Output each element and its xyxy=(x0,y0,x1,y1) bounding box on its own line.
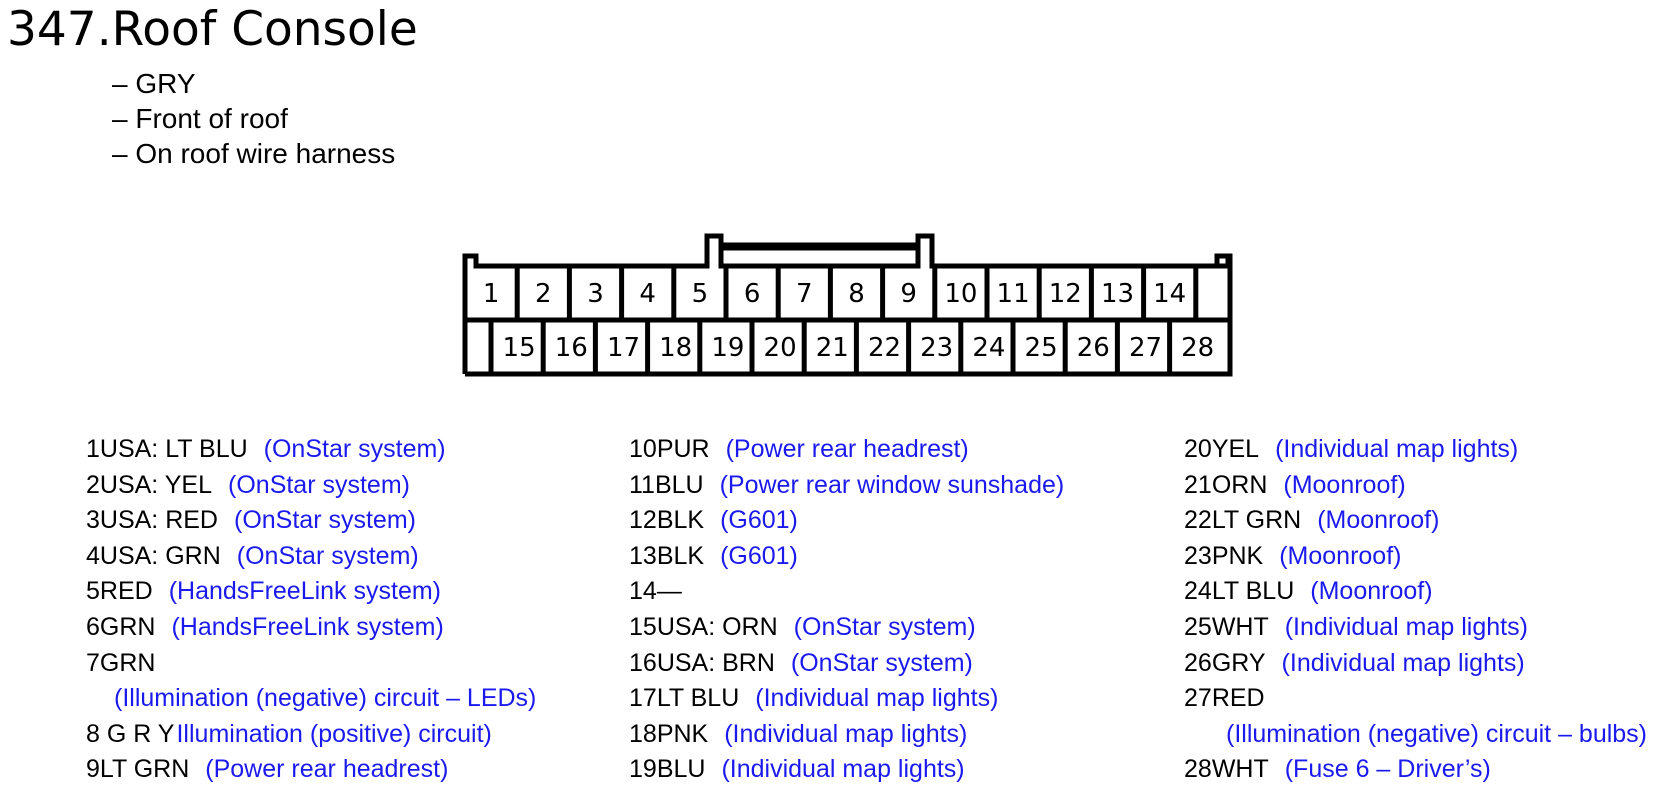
pin-row-5: 5RED(HandsFreeLink system) xyxy=(86,577,442,606)
pin-row-12: 12BLK(G601) xyxy=(629,506,798,535)
pin-number-4: 4 xyxy=(639,279,656,309)
pin-number-18: 18 xyxy=(659,333,692,363)
pin-number-19: 19 xyxy=(711,333,744,363)
pin-row-1: 1USA: LT BLU(OnStar system) xyxy=(86,435,446,463)
pin-row-8: 8 G R YIllumination (positive) circuit) xyxy=(86,719,492,748)
pin-number-13: 13 xyxy=(1101,279,1134,309)
pin-number-15: 15 xyxy=(503,333,536,363)
pin-number-23: 23 xyxy=(920,333,953,363)
pin-row-17: 17LT BLU(Individual map lights) xyxy=(629,684,999,713)
pin-number-22: 22 xyxy=(868,333,901,363)
pin-number-9: 9 xyxy=(900,279,917,309)
pin-row-23: 23PNK(Moonroof) xyxy=(1184,541,1402,570)
pin-number-24: 24 xyxy=(972,333,1005,363)
title-text: Roof Console xyxy=(111,2,418,57)
pin-row-16: 16USA: BRN(OnStar system) xyxy=(629,648,973,677)
pin-row-18: 18PNK(Individual map lights) xyxy=(629,719,968,748)
pin-row-13: 13BLK(G601) xyxy=(629,541,798,570)
pin-row-27: 27RED(Illumination (negative) circuit – … xyxy=(1184,684,1648,748)
pin-number-10: 10 xyxy=(944,279,977,309)
pin-number-11: 11 xyxy=(997,279,1030,309)
pin-row-20: 20YEL(Individual map lights) xyxy=(1184,435,1519,463)
pin-number-1: 1 xyxy=(483,279,500,309)
pin-row-26: 26GRY(Individual map lights) xyxy=(1184,648,1525,677)
pin-number-28: 28 xyxy=(1181,333,1214,363)
pin-number-16: 16 xyxy=(555,333,588,363)
pin-row-11: 11BLU(Power rear window sunshade) xyxy=(629,470,1065,499)
pin-row-4: 4USA: GRN(OnStar system) xyxy=(86,541,419,570)
pin-number-6: 6 xyxy=(744,279,761,309)
pin-number-20: 20 xyxy=(764,333,797,363)
pin-row-19: 19BLU(Individual map lights) xyxy=(629,755,965,784)
pin-row-24: 24LT BLU(Moonroof) xyxy=(1184,577,1433,606)
pin-number-26: 26 xyxy=(1077,333,1110,363)
note-harness: – On roof wire harness xyxy=(112,138,396,169)
title-number: 347. xyxy=(7,2,112,57)
pin-number-5: 5 xyxy=(692,279,709,309)
pin-number-2: 2 xyxy=(535,279,552,309)
pin-number-3: 3 xyxy=(587,279,604,309)
page-title: 347.Roof Console xyxy=(7,2,418,57)
pin-row-14: 14— xyxy=(629,577,682,606)
pin-row-9: 9LT GRN(Power rear headrest) xyxy=(86,755,449,784)
pin-number-27: 27 xyxy=(1129,333,1162,363)
pin-row-3: 3USA: RED(OnStar system) xyxy=(86,506,416,535)
pin-row-15: 15USA: ORN(OnStar system) xyxy=(629,612,976,641)
pin-number-21: 21 xyxy=(816,333,849,363)
pin-number-7: 7 xyxy=(796,279,813,309)
pin-row-2: 2USA: YEL(OnStar system) xyxy=(86,470,410,499)
note-location: – Front of roof xyxy=(112,103,288,134)
pin-row-10: 10PUR(Power rear headrest) xyxy=(629,435,969,463)
pin-number-8: 8 xyxy=(848,279,865,309)
pin-column-1: 1USA: LT BLU(OnStar system) 2USA: YEL(On… xyxy=(86,432,536,788)
pin-row-22: 22LT GRN(Moonroof) xyxy=(1184,506,1440,535)
pin-number-12: 12 xyxy=(1049,279,1082,309)
pin-row-7: 7GRN(Illumination (negative) circuit – L… xyxy=(86,648,537,713)
pin-row-25: 25WHT(Individual map lights) xyxy=(1184,612,1528,641)
pin-row-6: 6GRN(HandsFreeLink system) xyxy=(86,612,444,641)
pin-row-21: 21ORN(Moonroof) xyxy=(1184,470,1406,499)
pin-number-25: 25 xyxy=(1025,333,1058,363)
pin-column-2: 10PUR(Power rear headrest) 11BLU(Power r… xyxy=(629,432,1064,788)
pin-row-28: 28WHT(Fuse 6 – Driver’s) xyxy=(1184,755,1491,784)
note-color: – GRY xyxy=(112,68,196,99)
pin-column-3: 20YEL(Individual map lights) 21ORN(Moonr… xyxy=(1184,432,1647,788)
connector-notes: – GRY – Front of roof – On roof wire har… xyxy=(112,66,395,171)
pin-number-17: 17 xyxy=(607,333,640,363)
pin-number-14: 14 xyxy=(1153,279,1186,309)
